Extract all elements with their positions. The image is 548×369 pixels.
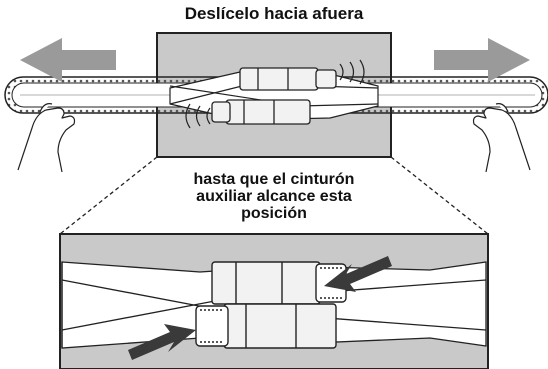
hand-right-icon (472, 103, 531, 173)
top-buckle-lower (211, 99, 311, 125)
arrow-left-icon (20, 38, 116, 82)
hand-left-icon (17, 103, 76, 173)
arrow-right-icon (434, 38, 530, 82)
caption-line-1: hasta que el cinturón (193, 171, 355, 188)
arrow-pointing-buckle-icon (128, 324, 196, 360)
caption-slide-out: Deslícelo hacia afuera (184, 4, 364, 23)
caption-until-position: hasta que el cinturón auxiliar alcance e… (0, 171, 548, 222)
top-buckle-upper (239, 67, 337, 91)
caption-line-3: posición (241, 205, 307, 222)
bottom-buckle-lower (195, 303, 337, 349)
arrow-pointing-buckle-icon (324, 256, 392, 292)
motion-lines (185, 59, 365, 129)
bottom-buckle-upper (211, 261, 347, 305)
caption-line-2: auxiliar alcance esta (196, 188, 352, 205)
